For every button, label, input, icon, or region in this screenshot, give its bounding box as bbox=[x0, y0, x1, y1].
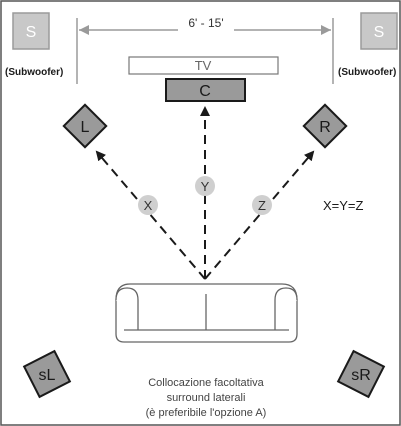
speaker-center bbox=[165, 78, 246, 102]
marker-x-label: X bbox=[144, 198, 153, 213]
speaker-surround-left bbox=[22, 349, 72, 399]
marker-x bbox=[138, 195, 158, 215]
marker-z-label: Z bbox=[258, 198, 266, 213]
speaker-left bbox=[62, 103, 108, 149]
line-to-right bbox=[204, 150, 315, 280]
subwoofer-left-caption: (Subwoofer) bbox=[5, 67, 63, 78]
equation-label: X=Y=Z bbox=[323, 198, 364, 213]
speaker-surround-right bbox=[336, 349, 386, 399]
speaker-right bbox=[302, 103, 348, 149]
speaker-left-label: L bbox=[81, 119, 90, 136]
speaker-surround-right-label: sR bbox=[351, 367, 371, 384]
distance-arrow-right-icon bbox=[321, 25, 331, 35]
couch bbox=[115, 283, 298, 343]
speaker-right-label: R bbox=[319, 119, 331, 136]
speaker-center-label: C bbox=[199, 83, 211, 100]
subwoofer-right-label: S bbox=[374, 24, 385, 41]
subwoofer-left bbox=[12, 12, 50, 50]
speaker-surround-left-label: sL bbox=[39, 367, 56, 384]
caption-line-3: (è preferibile l'opzione A) bbox=[146, 407, 267, 419]
subwoofer-right bbox=[360, 12, 398, 50]
marker-z bbox=[252, 195, 272, 215]
subwoofer-right-caption: (Subwoofer) bbox=[338, 67, 396, 78]
subwoofer-left-label: S bbox=[26, 24, 37, 41]
tv-label: TV bbox=[195, 58, 212, 73]
line-to-left bbox=[95, 150, 206, 280]
caption-line-2: surround laterali bbox=[167, 392, 246, 404]
marker-y-label: Y bbox=[201, 179, 210, 194]
marker-y bbox=[195, 176, 215, 196]
tv-screen bbox=[128, 56, 279, 75]
distance-label: 6' - 15' bbox=[188, 16, 223, 30]
distance-arrow-left-icon bbox=[79, 25, 89, 35]
caption-line-1: Collocazione facoltativa bbox=[148, 377, 264, 389]
